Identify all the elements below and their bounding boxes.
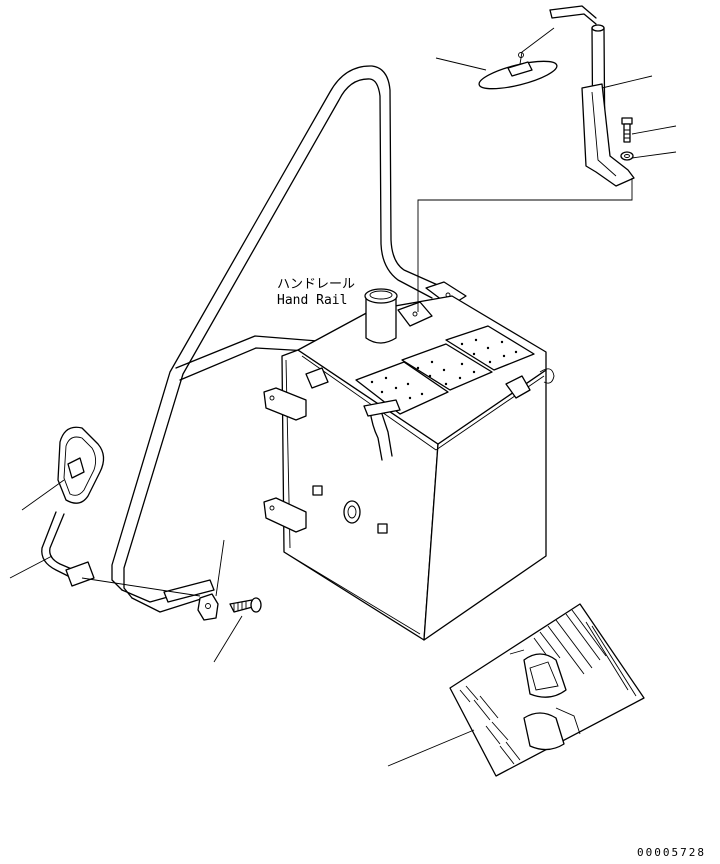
washer-upper bbox=[620, 151, 634, 161]
tank-bracket-lower bbox=[263, 497, 307, 533]
leader-bolt-upper bbox=[631, 125, 677, 135]
leader-lines bbox=[9, 57, 677, 767]
handrail-label-en: Hand Rail bbox=[277, 293, 347, 308]
handrail-lower-bracket bbox=[163, 579, 215, 603]
tank-pipe-flange bbox=[363, 399, 401, 417]
tank-bracket-upper bbox=[263, 387, 307, 421]
front-plug-1 bbox=[312, 485, 323, 496]
top-plate-back bbox=[445, 325, 535, 371]
leader-tank-boss bbox=[417, 178, 633, 312]
handrail-label-jp: ハンドレール bbox=[277, 277, 355, 292]
front-plug-2 bbox=[377, 523, 388, 534]
tank-boss bbox=[397, 301, 433, 327]
mirror-stay-clamp bbox=[65, 561, 95, 587]
mirror-left bbox=[41, 426, 201, 597]
leader-mirror bbox=[21, 479, 65, 511]
leader-mirror-stay bbox=[9, 555, 53, 579]
fuel-tank bbox=[263, 288, 555, 641]
work-lamp bbox=[478, 27, 558, 90]
leader-decal bbox=[387, 729, 475, 767]
leader-lamp bbox=[435, 57, 487, 71]
drawing-number: 00005728 bbox=[637, 846, 706, 859]
tank-hook-right bbox=[505, 375, 531, 399]
leader-lamp-bracket bbox=[601, 75, 653, 89]
mirror-pivot bbox=[67, 457, 85, 479]
leader-bolt-lower bbox=[213, 615, 243, 663]
lamp-bracket bbox=[549, 5, 635, 187]
caution-decal bbox=[449, 603, 645, 777]
leader-washer-upper bbox=[631, 151, 677, 159]
level-gauge bbox=[343, 500, 361, 524]
tank-hook-left bbox=[305, 367, 329, 389]
handrail-clamp bbox=[197, 593, 219, 621]
filler-cap bbox=[364, 288, 398, 344]
bolt-lower bbox=[229, 597, 262, 613]
top-plate-middle bbox=[401, 343, 493, 391]
leader-clamp bbox=[215, 539, 225, 597]
bolt-upper bbox=[621, 117, 633, 143]
